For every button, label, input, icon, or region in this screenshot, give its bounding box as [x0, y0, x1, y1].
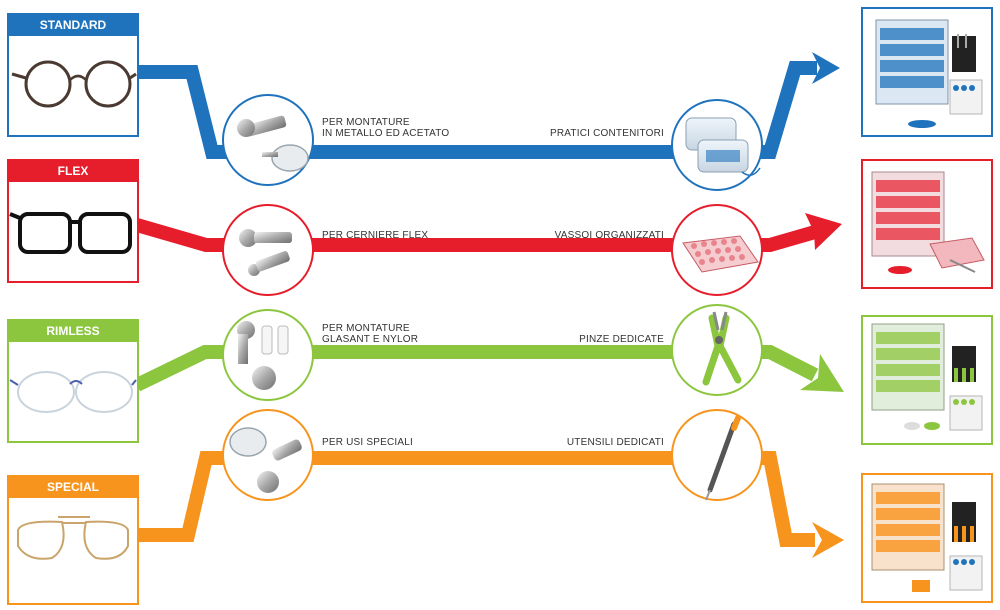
- flex-arrowhead-icon: [805, 213, 842, 250]
- rimless-right-label: PINZE DEDICATE: [579, 334, 664, 345]
- rimless-screws-icon: [237, 321, 289, 390]
- rimless-kit-cabinet-icon: [871, 323, 983, 431]
- flex-right-label: VASSOI ORGANIZZATI: [554, 230, 664, 241]
- rimless-category-header: [8, 320, 138, 342]
- row-flex: [7, 159, 993, 296]
- special-right-label: UTENSILI DEDICATI: [566, 437, 664, 448]
- standard-category-header: [8, 14, 138, 36]
- flex-screws-icon: [239, 229, 292, 276]
- standard-left-label-line-2: IN METALLO ED ACETATO: [322, 128, 450, 139]
- rimless-left-label-line-2: GLASANT E NYLOR: [322, 334, 419, 345]
- organizer-tray-icon: [682, 235, 759, 273]
- rimless-left-label-line-1: PER MONTATURE: [322, 323, 410, 334]
- special-right-icon-circle: [671, 409, 763, 501]
- flex-glasses-icon: [9, 212, 132, 254]
- rimless-flow-arrow: [133, 345, 819, 392]
- flex-kit-cabinet-icon: [871, 171, 985, 274]
- standard-kit-cabinet-icon: [875, 19, 983, 128]
- flex-left-icon-circle: [222, 204, 314, 296]
- special-kit-cabinet-icon: [871, 483, 983, 592]
- screw-and-nosepad-icon: [237, 115, 309, 172]
- category-label-rimless: RIMLESS: [46, 324, 100, 338]
- special-arrowhead-icon: [812, 522, 844, 558]
- standard-left-label-line-1: PER MONTATURE: [322, 117, 410, 128]
- standard-left-icon-circle: [222, 94, 314, 186]
- standard-arrowhead-icon: [812, 52, 840, 84]
- storage-box-icon: [685, 117, 761, 176]
- category-label-flex: FLEX: [57, 164, 89, 178]
- flex-left-label: PER CERNIERE FLEX: [322, 230, 429, 241]
- standard-right-label: PRATICI CONTENITORI: [550, 128, 664, 139]
- category-label-standard: STANDARD: [39, 18, 107, 32]
- rimless-glasses-icon: [9, 371, 137, 413]
- special-category-header: [8, 476, 138, 498]
- rimless-arrowhead-icon: [800, 354, 844, 392]
- flex-category-header: [8, 160, 138, 182]
- screwdriver-icon: [705, 415, 741, 501]
- category-label-special: SPECIAL: [46, 480, 99, 494]
- row-standard: [7, 7, 993, 191]
- flex-flow-arrow: [135, 218, 817, 252]
- standard-glasses-icon: [11, 60, 137, 108]
- special-glasses-icon: [17, 516, 129, 560]
- row-special: [7, 409, 993, 605]
- pliers-icon: [702, 311, 742, 386]
- standard-flow-arrow: [137, 61, 817, 159]
- special-parts-icon: [229, 427, 302, 493]
- row-rimless: [7, 304, 993, 445]
- special-flow-arrow: [137, 451, 815, 547]
- special-left-label: PER USI SPECIALI: [322, 437, 414, 448]
